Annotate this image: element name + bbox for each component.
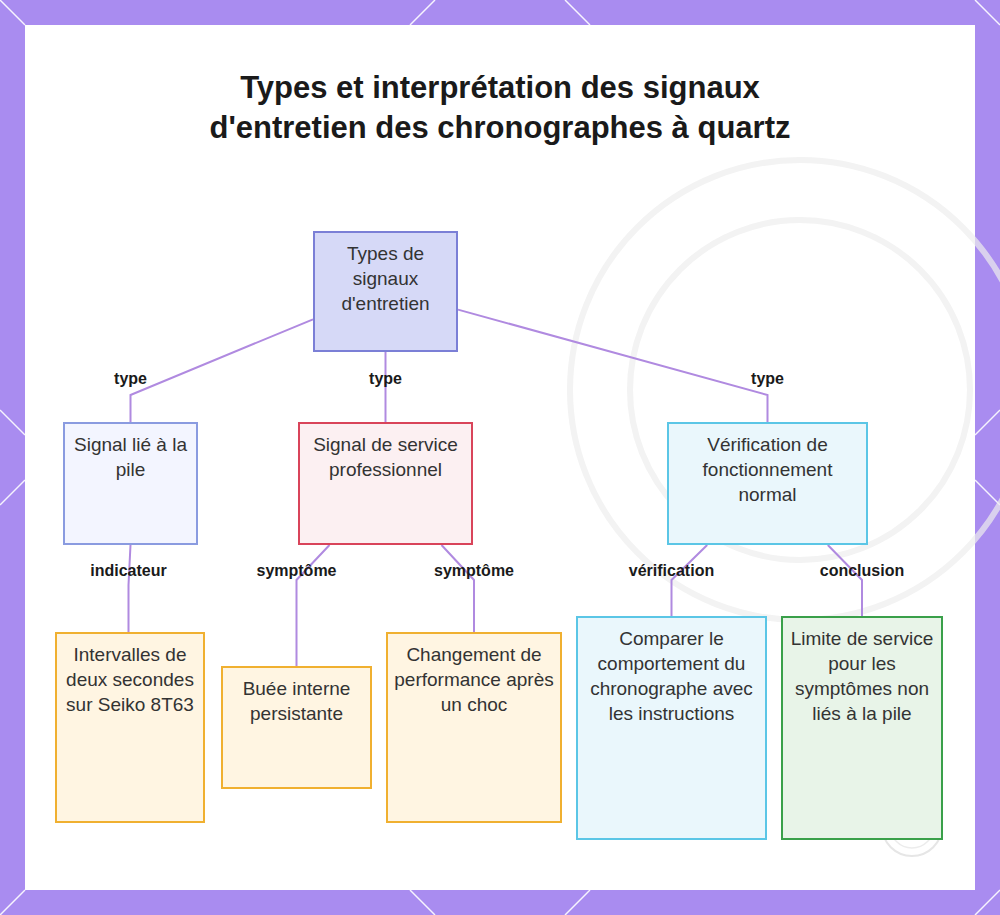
connector-line: [828, 545, 862, 616]
edge-label: symptôme: [434, 562, 514, 580]
connector-line: [458, 310, 768, 422]
box-text: Buée interne persistante: [229, 676, 364, 726]
edge-label: symptôme: [256, 562, 336, 580]
edge-label: vérification: [629, 562, 714, 580]
process-box: Limite de service pour les symptômes non…: [781, 616, 943, 840]
edge-label: type: [114, 370, 147, 388]
process-box: Comparer le comportement du chronographe…: [576, 616, 767, 840]
process-box: Intervalles de deux secondes sur Seiko 8…: [55, 632, 205, 823]
box-text: Signal de service professionnel: [306, 432, 465, 482]
process-box: Changement de performance après un choc: [386, 632, 562, 823]
edge-label: indicateur: [90, 562, 166, 580]
edge-label: conclusion: [820, 562, 904, 580]
process-box: Buée interne persistante: [221, 666, 372, 789]
diagram-title: Types et interprétation des signaux d'en…: [200, 68, 800, 148]
edge-label: type: [751, 370, 784, 388]
connector-line: [672, 545, 708, 616]
process-box: Signal de service professionnel: [298, 422, 473, 545]
connector-line: [129, 545, 131, 632]
process-box: Types de signaux d'entretien: [313, 231, 458, 352]
box-text: Signal lié à la pile: [71, 432, 190, 482]
connector-line: [131, 319, 314, 422]
box-text: Intervalles de deux secondes sur Seiko 8…: [63, 642, 197, 717]
box-text: Vérification de fonctionnement normal: [675, 432, 860, 507]
edge-label: type: [369, 370, 402, 388]
box-text: Changement de performance après un choc: [394, 642, 554, 717]
box-text: Limite de service pour les symptômes non…: [789, 626, 935, 726]
box-text: Comparer le comportement du chronographe…: [584, 626, 759, 726]
process-box: Signal lié à la pile: [63, 422, 198, 545]
box-text: Types de signaux d'entretien: [321, 241, 450, 316]
connector-line: [442, 545, 475, 632]
process-box: Vérification de fonctionnement normal: [667, 422, 868, 545]
